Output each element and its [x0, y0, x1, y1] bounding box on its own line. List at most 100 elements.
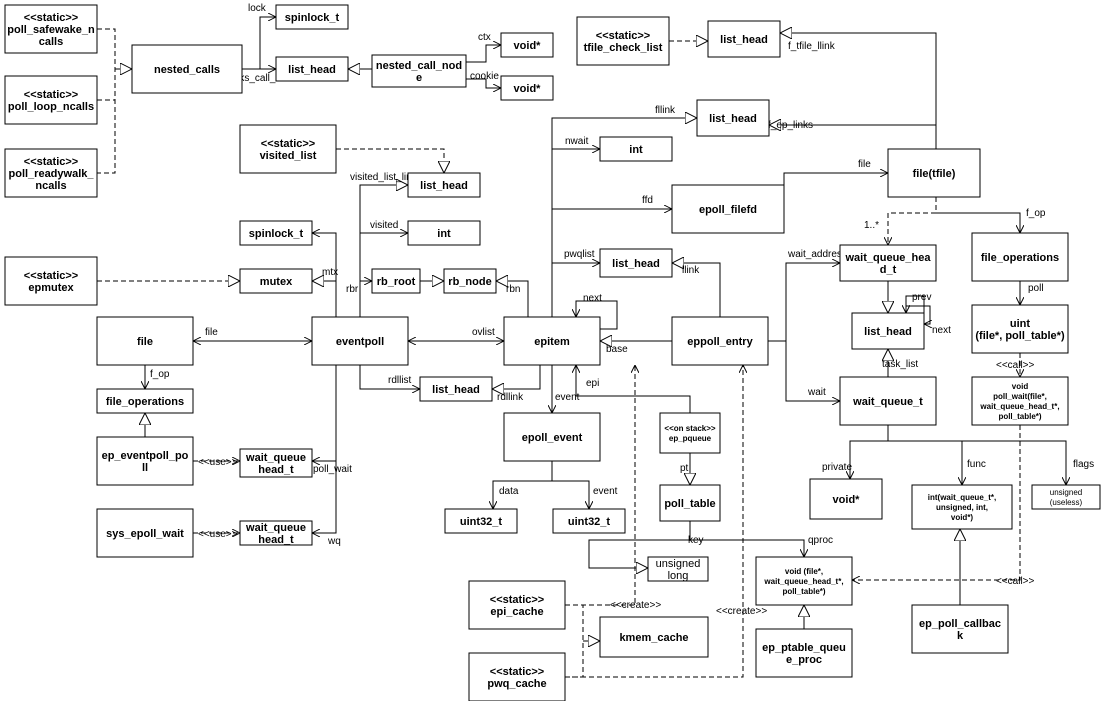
box-uint_poll[interactable]: uint(file*, poll_table*) [971, 304, 1069, 354]
box-rect-uint32_data [444, 508, 518, 534]
box-rect-file_operations_l [96, 388, 194, 414]
box-int_func[interactable]: int(wait_queue_t*,unsigned, int,void*) [911, 484, 1013, 530]
box-file_tfile[interactable]: file(tfile) [887, 148, 981, 198]
edge-label-e59: <<call>> [996, 576, 1035, 587]
box-epi_cache[interactable]: <<static>>epi_cache [468, 580, 566, 630]
box-epoll_event[interactable]: epoll_event [503, 412, 601, 462]
box-nested_call_node[interactable]: nested_call_node [371, 54, 467, 88]
box-rect-unsigned_flags [1031, 484, 1101, 510]
box-text-epi_cache-1: epi_cache [490, 606, 543, 618]
edge-e58 [888, 440, 1066, 485]
box-pwq_cache[interactable]: <<static>>pwq_cache [468, 652, 566, 701]
box-unsigned_flags[interactable]: unsigned(useless) [1031, 484, 1101, 510]
edge-e42 [552, 480, 589, 509]
box-epmutex[interactable]: <<static>>epmutex [4, 256, 98, 306]
box-eventpoll[interactable]: eventpoll [311, 316, 409, 366]
edge-label-e1: lock [248, 3, 267, 14]
edge-label-e26: rbn [506, 284, 520, 295]
edge-e41 [493, 461, 553, 509]
box-list_head_rdl[interactable]: list_head [419, 376, 493, 402]
box-spinlock_ep[interactable]: spinlock_t [239, 220, 313, 246]
box-rect-void_ctx [500, 32, 554, 58]
box-uint32_data[interactable]: uint32_t [444, 508, 518, 534]
edge-e34 [312, 365, 337, 461]
box-text-file_left-0: file [137, 336, 153, 348]
edge-e4 [466, 45, 501, 63]
edge-e48 [888, 197, 937, 245]
box-rect-epoll_event [503, 412, 601, 462]
box-text-unsigned_long-0: unsigned [656, 558, 701, 570]
box-rb_node[interactable]: rb_node [443, 268, 497, 294]
box-int_visited[interactable]: int [407, 220, 481, 246]
box-text-sys_epoll_wait-0: sys_epoll_wait [106, 528, 184, 540]
box-sys_epoll_wait[interactable]: sys_epoll_wait [96, 508, 194, 558]
box-list_head_nc[interactable]: list_head [275, 56, 349, 82]
edge-label-e45: qproc [808, 535, 833, 546]
box-ep_eventpoll_poll[interactable]: ep_eventpoll_poll [96, 436, 194, 486]
edge-e56 [850, 425, 889, 479]
box-nested_calls[interactable]: nested_calls [131, 44, 243, 94]
box-text-wait_queue_t-0: wait_queue_t [852, 396, 923, 408]
box-text-list_head_pwq-0: list_head [612, 258, 660, 270]
box-poll_safewake[interactable]: <<static>>poll_safewake_ncalls [4, 4, 98, 54]
box-rect-rb_root [371, 268, 421, 294]
box-text-epmutex-1: epmutex [28, 282, 74, 294]
box-ep_pqueue[interactable]: <<on stack>>ep_pqueue [659, 412, 721, 454]
box-file_operations_l[interactable]: file_operations [96, 388, 194, 414]
box-visited_list[interactable]: <<static>>visited_list [239, 124, 337, 174]
box-wait_queue_head_top[interactable]: wait_queue_head_t [839, 244, 937, 282]
box-text-uint_poll-1: (file*, poll_table*) [975, 330, 1065, 342]
box-text-void_cookie-0: void* [514, 83, 542, 95]
edges-layer: locktasks_call_listctxcookief_tfile_llin… [97, 3, 1094, 678]
box-mutex[interactable]: mutex [239, 268, 313, 294]
box-list_head_wq[interactable]: list_head [851, 312, 925, 350]
edge-label-e2: tasks_call_list [226, 73, 288, 84]
edge-label-e35: <<use>> [198, 529, 238, 540]
box-text-epitem-0: epitem [534, 336, 570, 348]
box-tfile_check[interactable]: <<static>>tfile_check_list [576, 16, 670, 66]
box-kmem_cache[interactable]: kmem_cache [599, 616, 709, 658]
box-rect-ep_eventpoll_poll [96, 436, 194, 486]
box-file_left[interactable]: file [96, 316, 194, 366]
box-ep_ptable_queue_proc[interactable]: ep_ptable_queue_proc [755, 628, 853, 678]
box-text-file_operations_l-0: file_operations [106, 396, 184, 408]
box-void_pqproc[interactable]: void (file*,wait_queue_head_t*,poll_tabl… [755, 556, 853, 606]
box-void_private[interactable]: void* [809, 478, 883, 520]
box-wait_queue_t[interactable]: wait_queue_t [839, 376, 937, 426]
box-list_head_pwq[interactable]: list_head [599, 248, 673, 278]
box-poll_readywalk[interactable]: <<static>>poll_readywalk_ncalls [4, 148, 98, 198]
box-void_cookie[interactable]: void* [500, 75, 554, 101]
box-list_head_fl[interactable]: list_head [696, 99, 770, 137]
box-text-poll_loop-0: <<static>> [24, 89, 78, 101]
box-text-uint_poll-0: uint [1010, 318, 1030, 330]
box-rb_root[interactable]: rb_root [371, 268, 421, 294]
box-text-ep_ptable_queue_proc-1: e_proc [786, 654, 822, 666]
box-text-kmem_cache-0: kmem_cache [619, 632, 688, 644]
box-list_head_vl[interactable]: list_head [407, 172, 481, 198]
box-spinlock_top[interactable]: spinlock_t [275, 4, 349, 30]
box-rect-int_func [911, 484, 1013, 530]
box-file_operations_r[interactable]: file_operations [971, 232, 1069, 282]
box-void_poll_wait[interactable]: voidpoll_wait(file*,wait_queue_head_t*,p… [971, 376, 1069, 426]
box-epoll_filefd[interactable]: epoll_filefd [671, 184, 785, 234]
box-text-pwq_cache-1: pwq_cache [487, 678, 546, 690]
box-int_nwait[interactable]: int [599, 136, 673, 162]
box-eppoll_entry[interactable]: eppoll_entry [671, 316, 769, 366]
edge-label-e40: epi [586, 378, 599, 389]
box-rect-file_operations_r [971, 232, 1069, 282]
box-text-ep_eventpoll_poll-1: ll [142, 462, 148, 474]
box-list_head_tf[interactable]: list_head [707, 20, 781, 58]
box-poll_table[interactable]: poll_table [659, 484, 721, 522]
box-poll_loop[interactable]: <<static>>poll_loop_ncalls [4, 75, 98, 125]
box-rect-unsigned_long [647, 556, 709, 582]
box-rect-ep_pqueue [659, 412, 721, 454]
box-void_ctx[interactable]: void* [500, 32, 554, 58]
box-epitem[interactable]: epitem [503, 316, 601, 366]
box-rect-epmutex [4, 256, 98, 306]
box-rect-list_head_tf [707, 20, 781, 58]
box-uint32_event[interactable]: uint32_t [552, 508, 626, 534]
